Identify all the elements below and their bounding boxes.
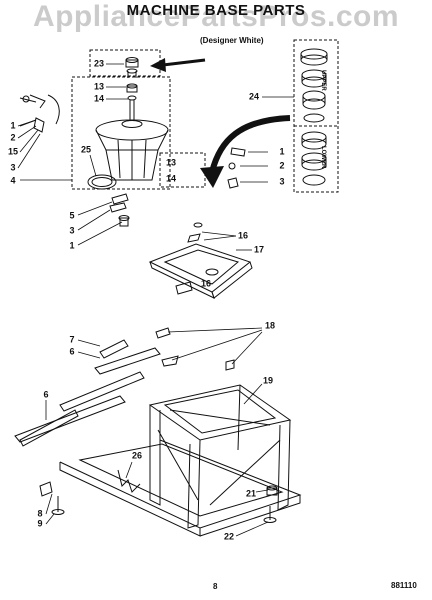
motor-mount-bracket (148, 222, 253, 299)
belt (87, 174, 117, 190)
spring-clip (117, 469, 141, 493)
callout-8: 8 (37, 508, 43, 519)
base-frame (59, 384, 302, 537)
upper-bearings-label: UPPER (320, 70, 326, 91)
leader-lines (17, 63, 294, 537)
callout-18: 18 (264, 320, 276, 331)
left-fasteners (19, 94, 60, 133)
callout-3-b: 3 (279, 176, 285, 187)
callout-23: 23 (93, 58, 105, 69)
callout-7: 7 (69, 334, 75, 345)
diagram-title: MACHINE BASE PARTS (126, 2, 306, 19)
watermark: AppliancePartsPros.com (32, 0, 400, 33)
callout-2: 2 (10, 132, 16, 143)
page-number: 8 (213, 582, 218, 591)
model-color-note: (Designer White) (200, 36, 264, 45)
bearing-kit-box (293, 39, 339, 193)
callout-3-c: 3 (69, 225, 75, 236)
hub-stack (125, 57, 139, 120)
callout-15: 15 (7, 146, 19, 157)
callout-6-b: 6 (43, 389, 49, 400)
gearcase (95, 119, 169, 181)
mount-hardware (109, 193, 130, 227)
callout-25: 25 (80, 144, 92, 155)
clip-parts (155, 327, 235, 371)
callout-14-b: 14 (165, 173, 177, 184)
callout-5: 5 (69, 210, 75, 221)
callout-1: 1 (10, 120, 16, 131)
callout-2-b: 2 (279, 160, 285, 171)
callout-21: 21 (245, 488, 257, 499)
callout-22: 22 (223, 531, 235, 542)
callout-1-c: 1 (69, 240, 75, 251)
callout-24: 24 (248, 91, 260, 102)
callout-16: 16 (237, 230, 249, 241)
callout-9: 9 (37, 518, 43, 529)
lower-bearings-label: LOWER (320, 146, 326, 169)
callout-14: 14 (93, 93, 105, 104)
callout-19: 19 (262, 375, 274, 386)
callout-16-b: 16 (200, 278, 212, 289)
callout-1-b: 1 (279, 146, 285, 157)
side-rails (14, 339, 161, 447)
leveling-feet (39, 481, 278, 523)
callout-3: 3 (10, 162, 16, 173)
right-fasteners (227, 147, 246, 189)
callout-13-b: 13 (165, 157, 177, 168)
callout-17: 17 (253, 244, 265, 255)
document-number: 881110 (391, 581, 417, 590)
callout-4: 4 (10, 175, 16, 186)
indicator-arrow (162, 58, 206, 67)
callout-6: 6 (69, 346, 75, 357)
callout-26: 26 (131, 450, 143, 461)
callout-13: 13 (93, 81, 105, 92)
curved-arrow (209, 115, 291, 173)
hub-part-box (71, 49, 171, 190)
